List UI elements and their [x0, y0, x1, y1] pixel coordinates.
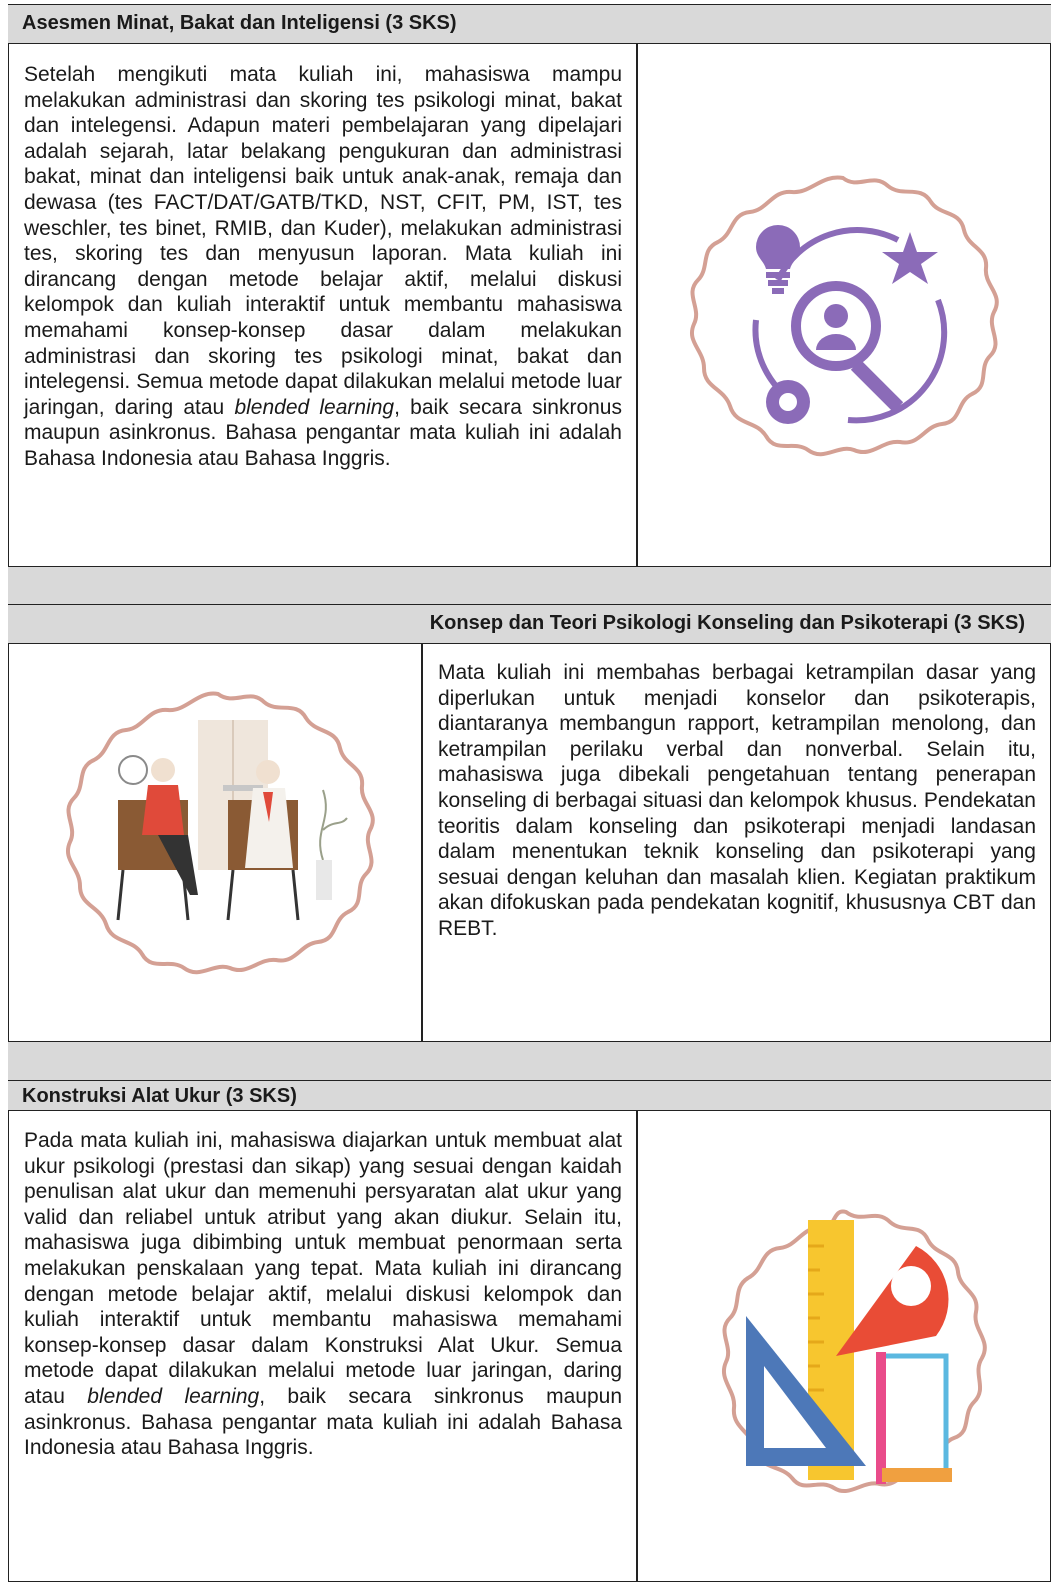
column-divider [636, 44, 638, 567]
section-2-title: Konsep dan Teori Psikologi Konseling dan… [8, 604, 1051, 644]
section-spacer [8, 566, 1051, 605]
column-divider [421, 644, 423, 1042]
page-frame [8, 4, 1051, 1582]
assessment-magnifier-icon [648, 170, 1038, 490]
section-3-title: Konstruksi Alat Ukur (3 SKS) [8, 1080, 1051, 1111]
section-spacer [8, 1041, 1051, 1081]
section-3-description: Pada mata kuliah ini, mahasiswa diajarka… [24, 1129, 623, 1460]
column-divider [636, 1111, 638, 1582]
section-1-title: Asesmen Minat, Bakat dan Inteligensi (3 … [8, 4, 1051, 44]
measuring-tools-icon [686, 1206, 1006, 1536]
section-1-description: Setelah mengikuti mata kuliah ini, mahas… [24, 63, 622, 470]
section-2-description: Mata kuliah ini membahas berbagai ketram… [438, 661, 1036, 940]
counseling-session-illustration [28, 660, 408, 1020]
page-bottom-border [8, 1581, 1051, 1582]
